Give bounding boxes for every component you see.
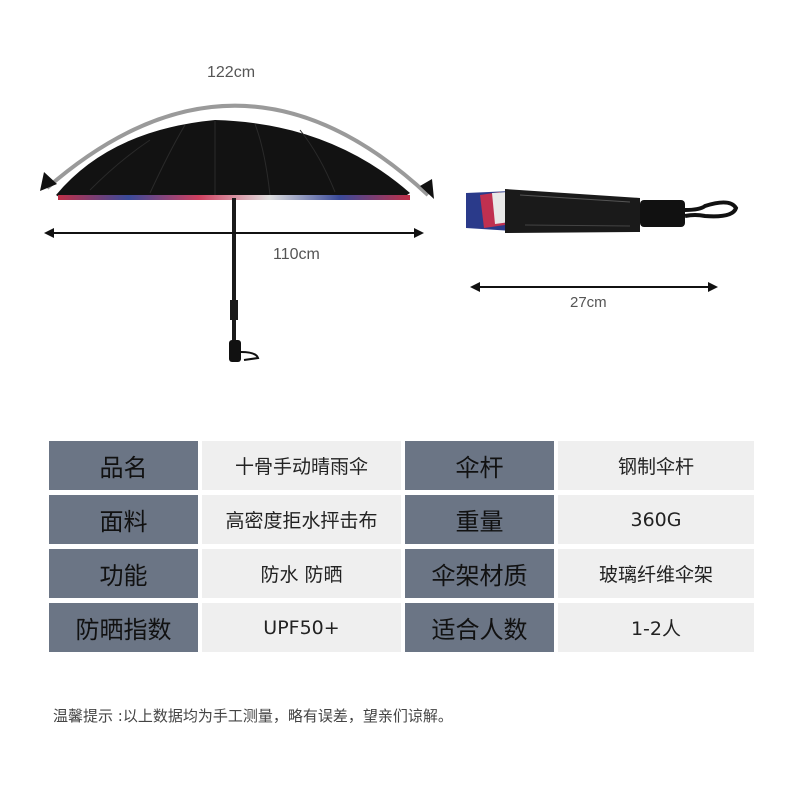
spec-value: UPF50+ xyxy=(202,603,401,652)
measurement-note: 温馨提示 :以上数据均为手工测量，略有误差，望亲们谅解。 xyxy=(53,707,453,725)
spec-key: 适合人数 xyxy=(405,603,554,652)
folded-umbrella xyxy=(466,189,739,233)
spec-value: 1-2人 xyxy=(558,603,754,652)
arc-arrowhead-left xyxy=(40,172,57,191)
spec-key: 防晒指数 xyxy=(49,603,198,652)
open-width-label: 110cm xyxy=(273,246,320,263)
spec-key: 功能 xyxy=(49,549,198,598)
spec-key: 伞杆 xyxy=(405,441,554,490)
arc-dimension-arrow xyxy=(45,103,430,197)
spec-key: 品名 xyxy=(49,441,198,490)
spec-value: 钢制伞杆 xyxy=(558,441,754,490)
product-illustration: 122cm 110cm 27cm xyxy=(40,64,739,362)
spec-value: 玻璃纤维伞架 xyxy=(558,549,754,598)
folded-length-label: 27cm xyxy=(570,294,607,311)
spec-value: 十骨手动晴雨伞 xyxy=(202,441,401,490)
spec-value: 高密度拒水抨击布 xyxy=(202,495,401,544)
arc-arrowhead-right xyxy=(420,179,434,199)
spec-key: 重量 xyxy=(405,495,554,544)
spec-value: 360G xyxy=(558,495,754,544)
spec-value: 防水 防晒 xyxy=(202,549,401,598)
spec-key: 伞架材质 xyxy=(405,549,554,598)
spec-key: 面料 xyxy=(49,495,198,544)
arc-length-label: 122cm xyxy=(207,64,256,81)
umbrella-diagram xyxy=(40,103,739,362)
spec-table: 品名 十骨手动晴雨伞 伞杆 钢制伞杆 面料 高密度拒水抨击布 重量 360G 功… xyxy=(49,441,754,652)
open-umbrella xyxy=(56,120,410,362)
